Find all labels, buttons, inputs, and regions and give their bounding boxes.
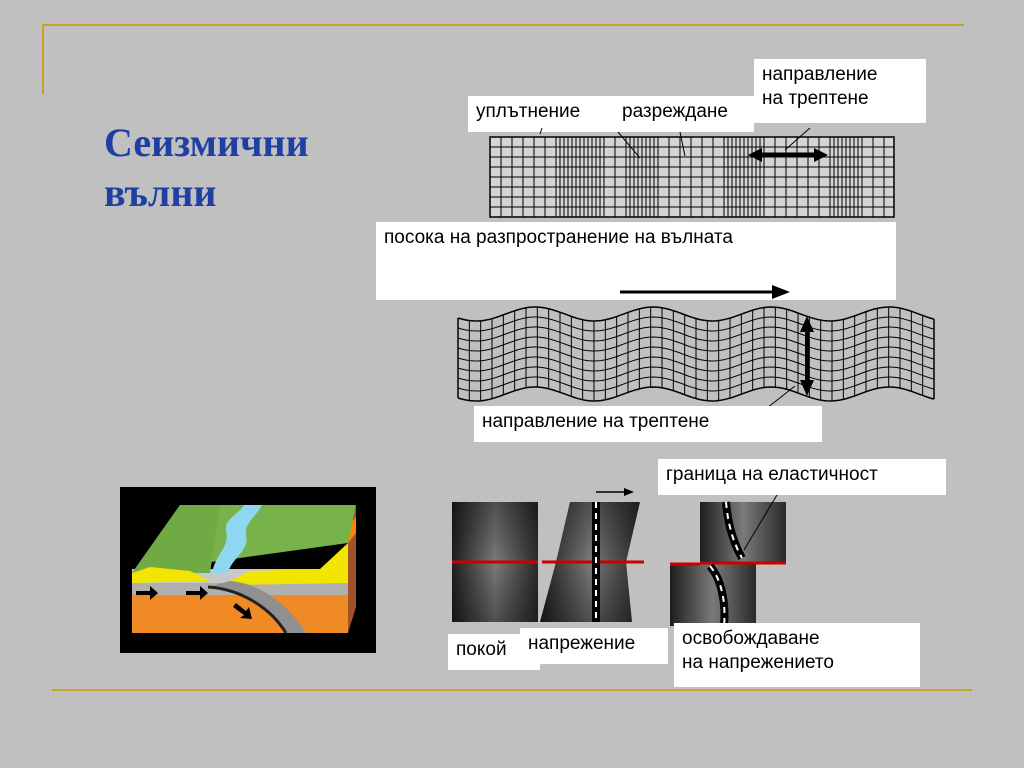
p-wave-grid-diagram — [489, 136, 895, 218]
label-compression: уплътнение — [468, 96, 614, 132]
top-accent-line — [42, 24, 964, 26]
vibration-direction-arrow-vertical — [800, 316, 814, 396]
label-vibration-direction-top: направление на трептене — [754, 59, 926, 123]
pointer-line-elastic — [743, 489, 781, 551]
vibration-direction-arrow-horizontal — [748, 148, 828, 162]
label-vibration-direction-bottom: направление на трептене — [474, 406, 822, 442]
s-wave-grid-diagram — [457, 306, 935, 402]
pointer-lines — [539, 127, 811, 159]
label-propagation-direction: посока на разпространение на вълната — [376, 222, 896, 300]
label-stress: напрежение — [520, 628, 668, 664]
title-line-1: Сеизмични — [104, 120, 309, 165]
pointer-line-bottom — [766, 385, 796, 409]
slide-title: Сеизмични вълни — [104, 118, 309, 218]
propagation-arrow — [620, 285, 790, 299]
fault-block-release — [670, 501, 786, 627]
left-accent-line — [42, 24, 44, 94]
stress-direction-arrow — [596, 488, 634, 496]
fault-block-rest — [452, 502, 538, 622]
title-line-2: вълни — [104, 170, 217, 215]
fault-block-stress — [540, 502, 644, 622]
label-elastic-limit: граница на еластичност — [658, 459, 946, 495]
label-rarefaction: разреждане — [614, 96, 754, 132]
bottom-accent-line — [52, 689, 972, 691]
label-stress-release: освобождаване на напрежението — [674, 623, 920, 687]
tectonic-plates-block-diagram — [120, 487, 376, 653]
